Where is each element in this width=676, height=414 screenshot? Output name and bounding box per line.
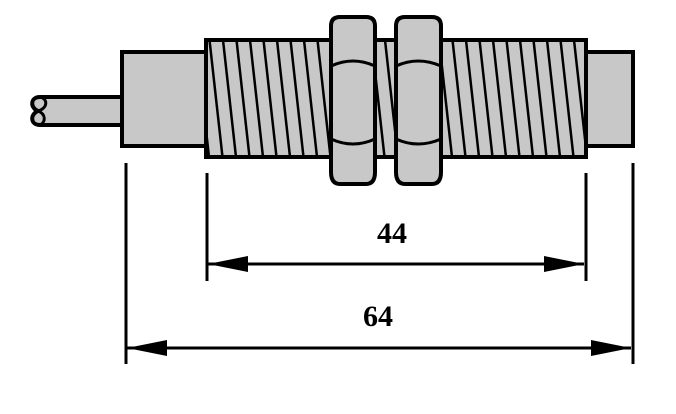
thread-line xyxy=(221,40,238,157)
thread-line xyxy=(478,40,494,157)
rear-housing xyxy=(120,50,208,148)
thread-line xyxy=(275,40,292,157)
thread-line xyxy=(491,40,508,157)
hex-nut-right xyxy=(394,15,443,186)
sensing-face xyxy=(584,50,635,148)
thread-line xyxy=(302,40,319,157)
thread-line xyxy=(289,40,305,157)
thread-line xyxy=(518,40,535,157)
dimension-label-total: 64 xyxy=(363,300,393,333)
thread-line xyxy=(559,40,575,157)
thread-line xyxy=(208,40,224,157)
thread-line xyxy=(532,40,548,157)
hex-nut-left xyxy=(329,15,377,186)
thread-line xyxy=(248,40,265,157)
thread-line xyxy=(262,40,278,157)
thread-line xyxy=(316,40,332,157)
thread-line xyxy=(505,40,521,157)
dimension-label-thread: 44 xyxy=(377,217,407,250)
thread-line xyxy=(451,40,467,157)
thread-line xyxy=(545,40,562,157)
thread-line xyxy=(235,40,251,157)
thread-line xyxy=(464,40,481,157)
cable xyxy=(30,95,122,127)
